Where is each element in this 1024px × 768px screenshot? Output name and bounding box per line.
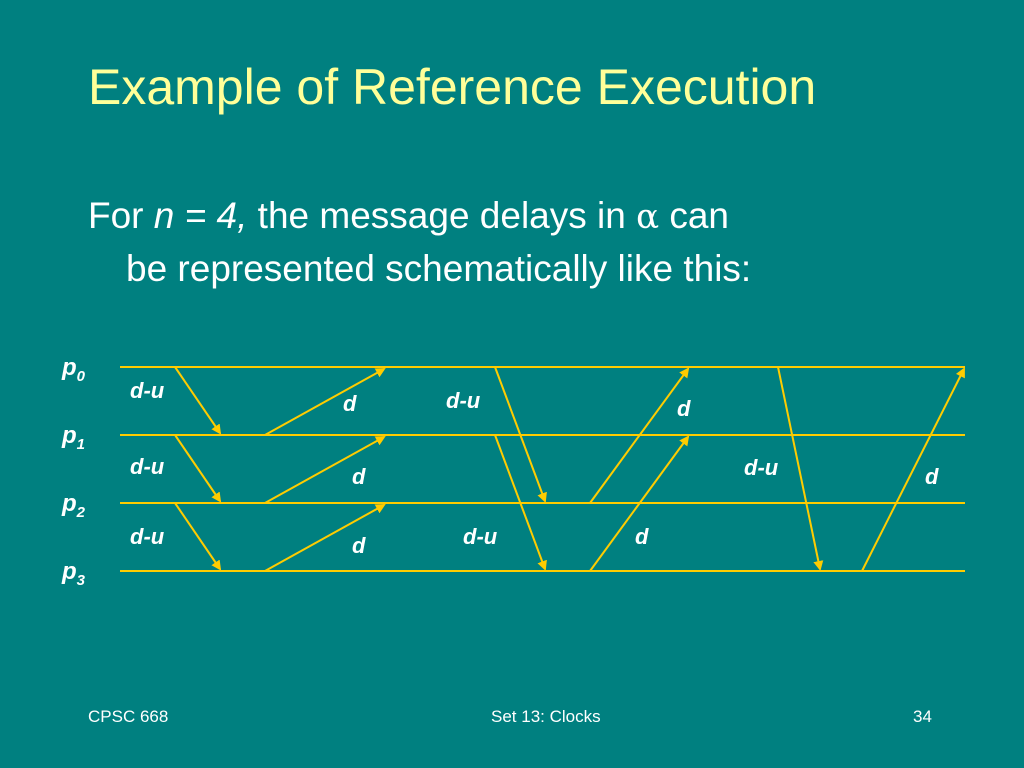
delay-label: d (677, 396, 691, 421)
message-arrow (174, 434, 222, 503)
message-arrow (174, 502, 222, 571)
delay-label: d-u (130, 454, 165, 479)
delay-label: d-u (130, 378, 165, 403)
delay-label: d-u (446, 388, 481, 413)
slide-title: Example of Reference Execution (88, 59, 817, 115)
delay-label: d-u (463, 524, 498, 549)
delay-label: d-u (744, 455, 779, 480)
delay-label: d (343, 391, 357, 416)
process-label-p1: p1 (61, 422, 85, 453)
footer-course: CPSC 668 (88, 707, 169, 726)
delay-label: d (925, 464, 939, 489)
message-arrow (861, 367, 965, 572)
delay-label: d-u (130, 524, 165, 549)
alpha-symbol: α (636, 197, 660, 237)
footer-page-number: 34 (913, 707, 932, 726)
message-arrow (174, 366, 222, 435)
message-arrow (494, 366, 547, 503)
message-arrow (589, 367, 690, 504)
message-arrow (264, 504, 386, 572)
process-label-p0: p0 (61, 354, 86, 385)
body-prefix: For (88, 195, 154, 236)
process-label-p3: p3 (61, 558, 86, 589)
message-arrow (264, 368, 386, 436)
body-suffix: can (659, 195, 730, 236)
delay-label: d (352, 464, 366, 489)
process-label-p2: p2 (61, 490, 86, 521)
message-arrow (589, 435, 690, 572)
message-arrow (777, 366, 824, 571)
body-text: For n = 4, the message delays in α can b… (88, 190, 751, 295)
delay-label: d (635, 524, 649, 549)
delay-label: d (352, 533, 366, 558)
body-line2: be represented schematically like this: (126, 248, 752, 289)
message-arrow (494, 434, 547, 571)
message-arrow (264, 436, 386, 504)
footer-set: Set 13: Clocks (491, 707, 601, 726)
body-middle: the message delays in (247, 195, 637, 236)
body-math: n = 4, (153, 195, 248, 236)
